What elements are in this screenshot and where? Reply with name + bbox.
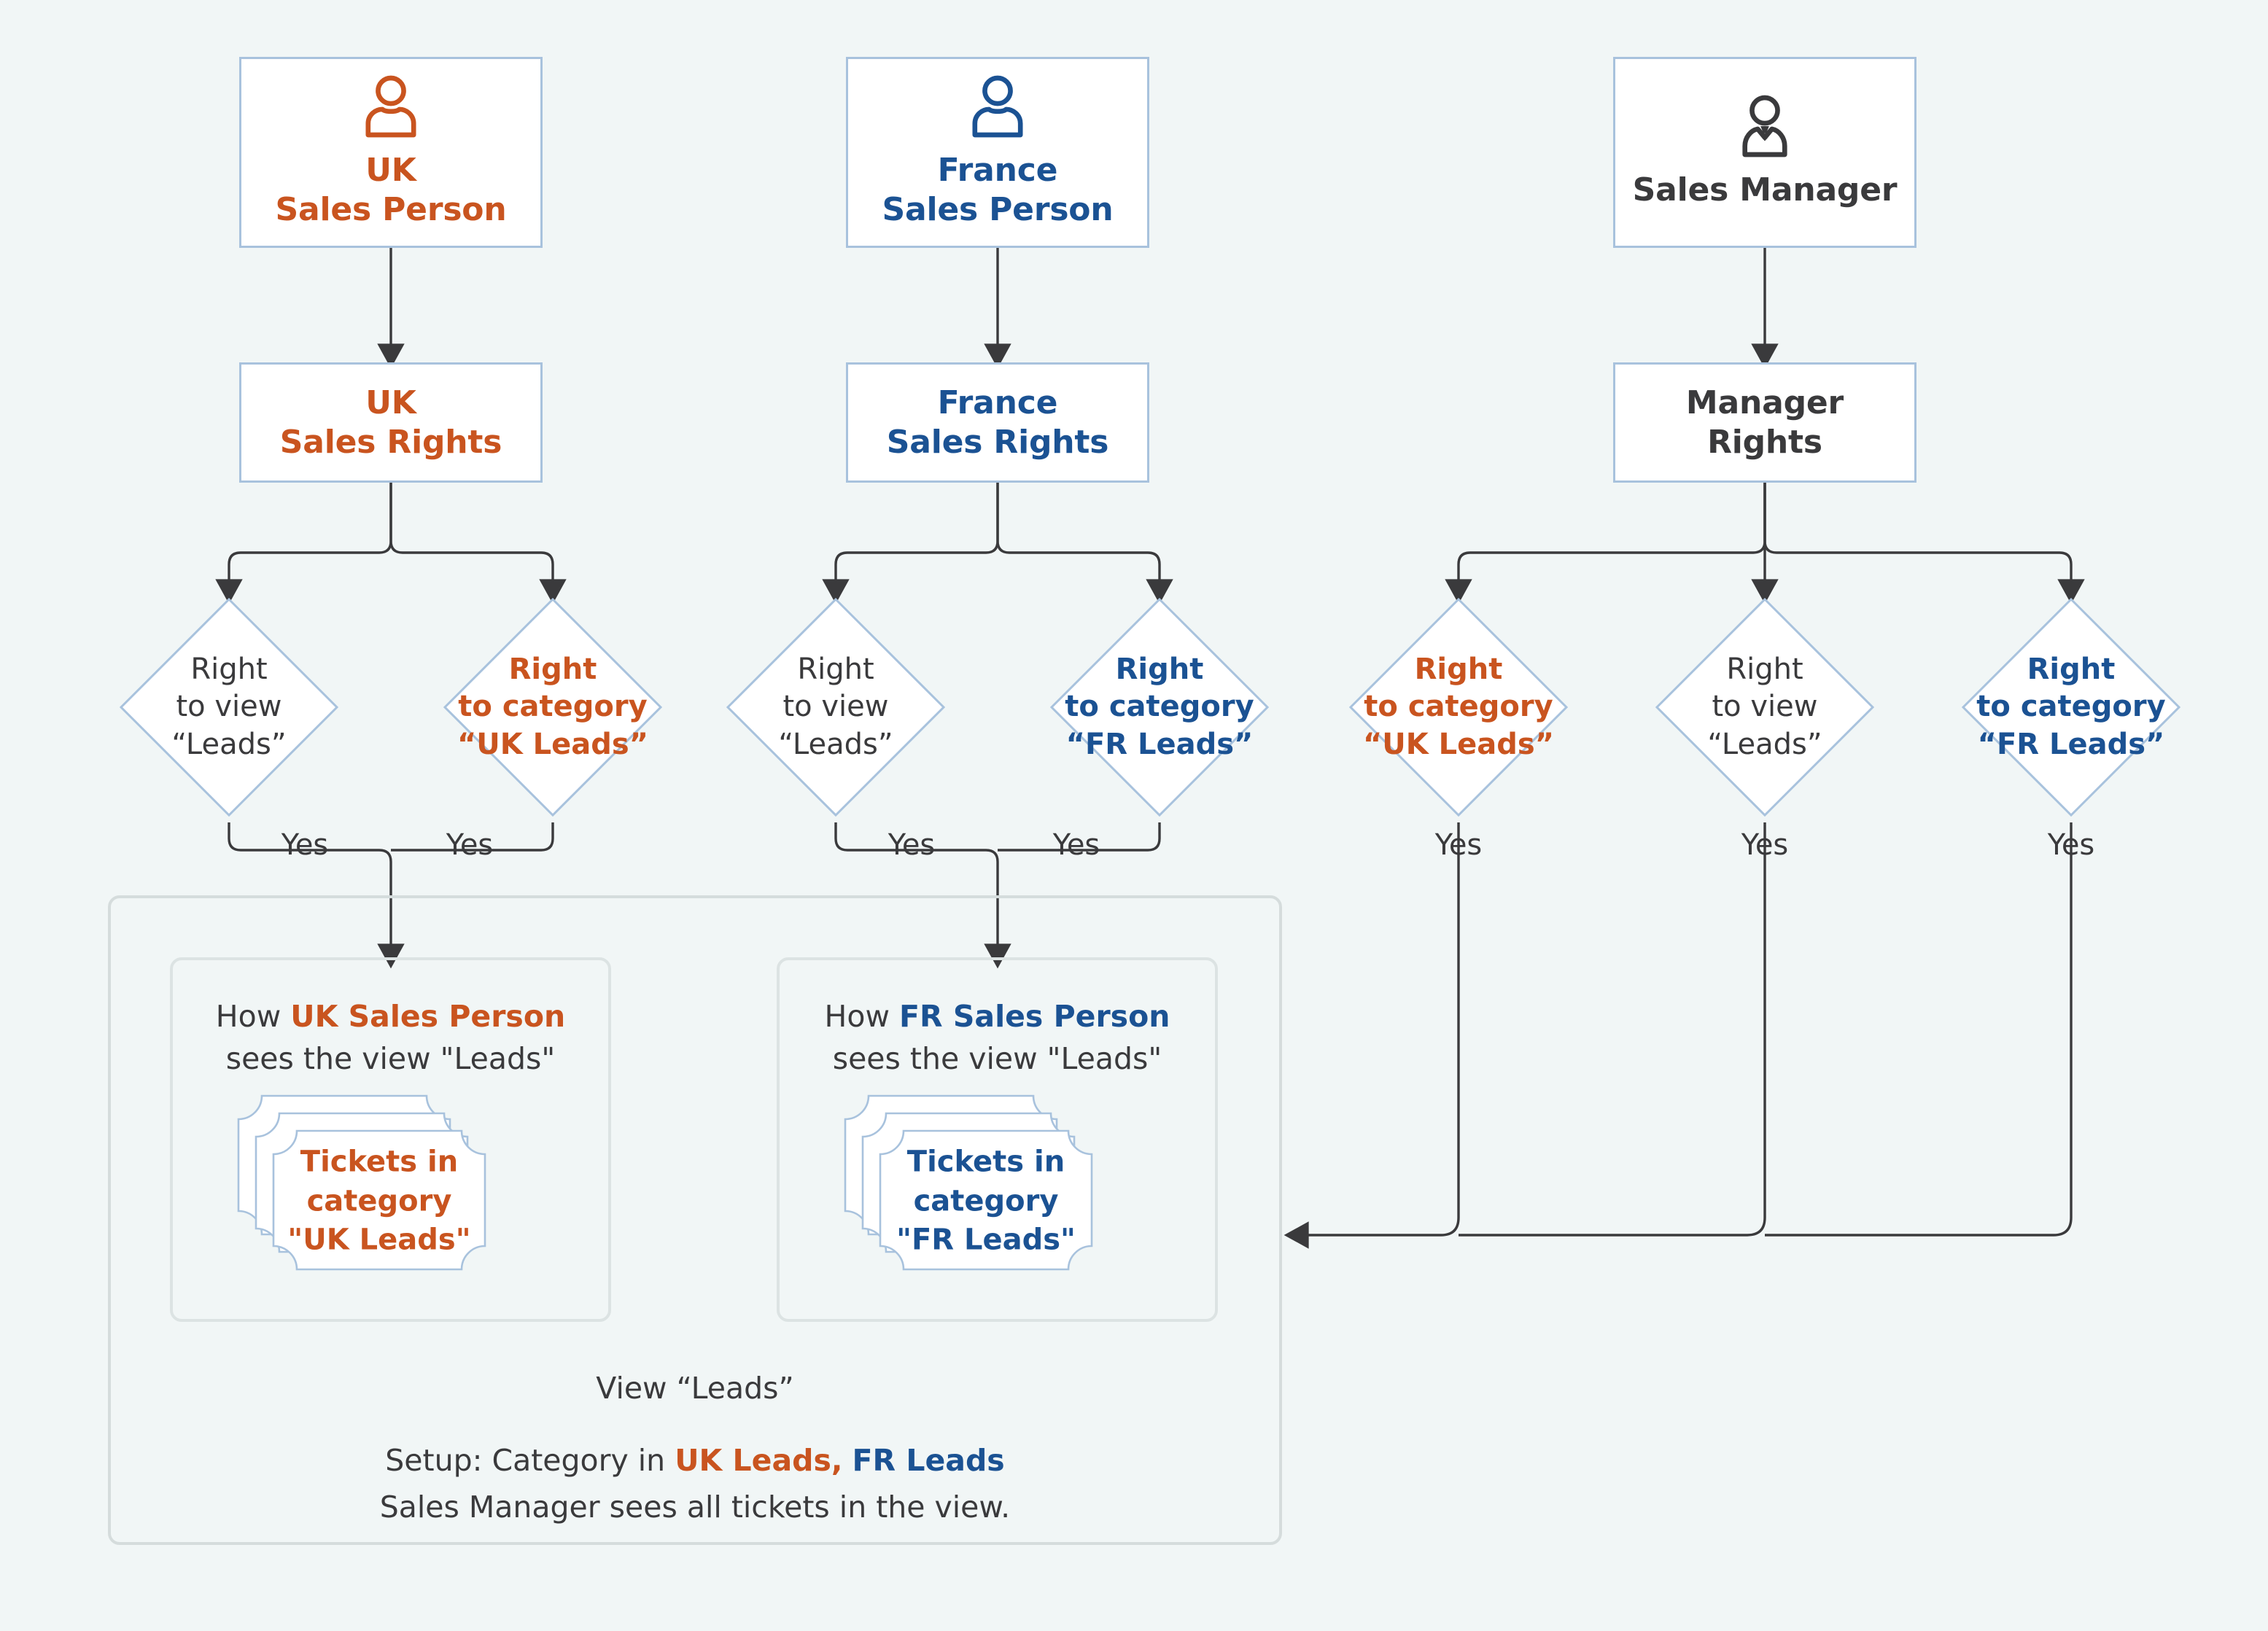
decision-label-line1: Right — [1726, 653, 1803, 687]
view-leads-panel — [108, 895, 1282, 1545]
ticket-line1: Tickets in — [906, 1145, 1065, 1179]
decision-label-line2: to category — [458, 690, 648, 724]
heading-prefix: How — [215, 999, 291, 1034]
persona-box-france[interactable]: France Sales Person — [846, 57, 1149, 248]
heading-persona: FR Sales Person — [899, 999, 1170, 1034]
decision-france-view-leads[interactable]: Right to view “Leads” — [726, 598, 945, 817]
rights-box-uk[interactable]: UK Sales Rights — [239, 362, 543, 483]
ticket-stack-uk: Tickets in category "UK Leads" — [237, 1089, 551, 1307]
edge-label-yes: Yes — [1052, 828, 1100, 862]
decision-manager-view-leads[interactable]: Right to view “Leads” — [1655, 598, 1874, 817]
view-setup-note: Setup: Category in UK Leads, FR Leads Sa… — [108, 1438, 1282, 1530]
decision-label-line1: Right — [2027, 653, 2116, 687]
manager-icon — [1736, 95, 1793, 157]
ticket-line3: "UK Leads" — [287, 1223, 471, 1257]
rights-box-manager[interactable]: Manager Rights — [1613, 362, 1916, 483]
heading-persona: UK Sales Person — [290, 999, 566, 1034]
user-icon — [362, 75, 419, 138]
decision-label-line1: Right — [508, 653, 597, 687]
decision-label-line1: Right — [1414, 653, 1503, 687]
ticket-line2: category — [306, 1184, 452, 1218]
edge-label-yes: Yes — [1434, 828, 1483, 862]
decision-label-line3: “UK Leads” — [1362, 727, 1555, 761]
persona-view-card-fr[interactable]: How FR Sales Person sees the view "Leads… — [777, 957, 1218, 1322]
decision-label-line3: “FR Leads” — [1977, 727, 2165, 761]
persona-manager-line1: Sales Manager — [1632, 171, 1898, 209]
setup-line2: Sales Manager sees all tickets in the vi… — [379, 1489, 1011, 1525]
decision-label-line1: Right — [1115, 653, 1204, 687]
ticket-label-uk: Tickets in category "UK Leads" — [272, 1143, 486, 1261]
ticket-line2: category — [913, 1184, 1059, 1218]
persona-france-line2: Sales Person — [882, 191, 1114, 228]
decision-label-line2: to category — [1976, 690, 2166, 724]
edge-label-yes: Yes — [446, 828, 494, 862]
decision-label-line1: Right — [797, 653, 874, 687]
heading-suffix: sees the view "Leads" — [225, 1041, 556, 1077]
persona-france-line1: France — [937, 152, 1058, 190]
decision-label-line3: “Leads” — [778, 727, 893, 761]
edge-label-yes: Yes — [1741, 828, 1789, 862]
persona-box-manager[interactable]: Sales Manager — [1613, 57, 1916, 248]
persona-box-uk[interactable]: UK Sales Person — [239, 57, 543, 248]
decision-uk-category-uk-leads[interactable]: Right to category “UK Leads” — [443, 598, 662, 817]
decision-label-line3: “UK Leads” — [457, 727, 649, 761]
user-icon — [969, 75, 1026, 138]
rights-manager-line2: Rights — [1707, 423, 1822, 461]
rights-uk-line1: UK — [365, 384, 416, 421]
decision-label-line2: to view — [176, 690, 282, 724]
setup-fr-leads: FR Leads — [852, 1443, 1005, 1478]
ticket-label-fr: Tickets in category "FR Leads" — [879, 1143, 1093, 1261]
decision-label-line1: Right — [190, 653, 268, 687]
rights-uk-line2: Sales Rights — [279, 423, 502, 461]
persona-view-heading-uk: How UK Sales Person sees the view "Leads… — [173, 995, 608, 1080]
persona-view-heading-fr: How FR Sales Person sees the view "Leads… — [780, 995, 1215, 1080]
decision-label-line2: to category — [1065, 690, 1254, 724]
setup-uk-leads: UK Leads, — [675, 1443, 843, 1478]
edge-label-yes: Yes — [281, 828, 329, 862]
decision-label-line2: to view — [782, 690, 889, 724]
decision-label-line3: “Leads” — [1707, 727, 1822, 761]
decision-label-line2: to category — [1364, 690, 1553, 724]
rights-france-line1: France — [937, 384, 1058, 421]
decision-uk-view-leads[interactable]: Right to view “Leads” — [120, 598, 338, 817]
persona-uk-line1: UK — [365, 152, 416, 190]
heading-prefix: How — [824, 999, 900, 1034]
edge-label-yes: Yes — [2047, 828, 2095, 862]
edge-label-yes: Yes — [888, 828, 936, 862]
decision-france-category-fr-leads[interactable]: Right to category “FR Leads” — [1050, 598, 1269, 817]
decision-manager-category-uk-leads[interactable]: Right to category “UK Leads” — [1349, 598, 1568, 817]
persona-uk-line2: Sales Person — [275, 191, 507, 228]
decision-label-line2: to view — [1712, 690, 1818, 724]
heading-suffix: sees the view "Leads" — [832, 1041, 1162, 1077]
view-caption: View “Leads” — [596, 1371, 794, 1406]
ticket-stack-fr: Tickets in category "FR Leads" — [844, 1089, 1157, 1307]
rights-box-france[interactable]: France Sales Rights — [846, 362, 1149, 483]
setup-prefix: Setup: Category in — [385, 1443, 675, 1478]
rights-manager-line1: Manager — [1685, 384, 1844, 421]
ticket-line3: "FR Leads" — [896, 1223, 1076, 1257]
decision-label-line3: “FR Leads” — [1065, 727, 1254, 761]
ticket-line1: Tickets in — [300, 1145, 459, 1179]
rights-france-line2: Sales Rights — [886, 423, 1109, 461]
persona-view-card-uk[interactable]: How UK Sales Person sees the view "Leads… — [170, 957, 611, 1322]
decision-label-line3: “Leads” — [171, 727, 287, 761]
decision-manager-category-fr-leads[interactable]: Right to category “FR Leads” — [1962, 598, 2180, 817]
